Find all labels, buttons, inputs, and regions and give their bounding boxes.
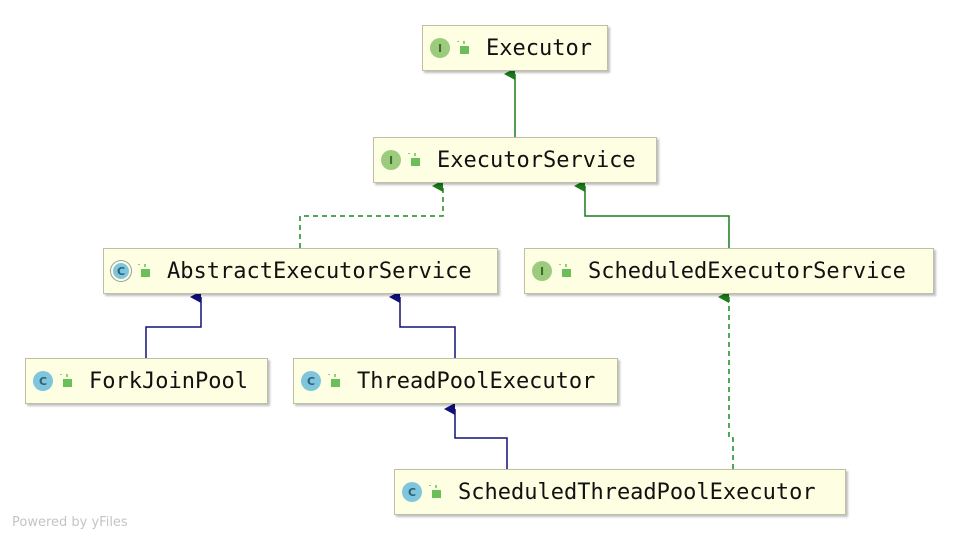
interface-icon: I <box>381 150 401 170</box>
edge-scheduled-thread-pool-executor-implements-scheduled-executor-service <box>718 291 734 469</box>
interface-icon: I <box>430 38 450 58</box>
unlocked-lock-icon <box>138 264 150 277</box>
node-executor[interactable]: I Executor <box>422 25 608 71</box>
node-abstract-executor-service[interactable]: C AbstractExecutorService <box>103 248 498 294</box>
edge-scheduled-executor-service-extends-executor-service <box>574 180 730 248</box>
class-icon: C <box>33 371 53 391</box>
edge-scheduled-thread-pool-executor-extends-thread-pool-executor <box>444 403 508 469</box>
node-thread-pool-executor[interactable]: C ThreadPoolExecutor <box>293 358 618 404</box>
node-label: ScheduledThreadPoolExecutor <box>458 479 816 505</box>
unlocked-lock-icon <box>408 153 420 166</box>
node-label: ThreadPoolExecutor <box>357 368 596 394</box>
edge-abstract-executor-service-implements-executor-service <box>299 180 444 248</box>
node-label: Executor <box>486 35 592 61</box>
node-fork-join-pool[interactable]: C ForkJoinPool <box>25 358 268 404</box>
abstract-class-icon: C <box>111 261 131 281</box>
node-label: ScheduledExecutorService <box>588 258 906 284</box>
interface-icon: I <box>532 261 552 281</box>
unlocked-lock-icon <box>457 41 469 54</box>
edge-thread-pool-executor-extends-abstract-executor-service <box>389 291 456 358</box>
node-executor-service[interactable]: I ExecutorService <box>373 137 657 183</box>
unlocked-lock-icon <box>559 264 571 277</box>
unlocked-lock-icon <box>429 485 441 498</box>
powered-by-footer: Powered by yFiles <box>12 515 128 530</box>
node-label: ForkJoinPool <box>89 368 248 394</box>
class-icon: C <box>301 371 321 391</box>
unlocked-lock-icon <box>328 374 340 387</box>
edge-fork-join-pool-extends-abstract-executor-service <box>145 291 202 358</box>
unlocked-lock-icon <box>60 374 72 387</box>
node-label: ExecutorService <box>437 147 636 173</box>
node-label: AbstractExecutorService <box>167 258 472 284</box>
class-icon: C <box>402 482 422 502</box>
node-scheduled-thread-pool-executor[interactable]: C ScheduledThreadPoolExecutor <box>394 469 846 515</box>
node-scheduled-executor-service[interactable]: I ScheduledExecutorService <box>524 248 934 294</box>
